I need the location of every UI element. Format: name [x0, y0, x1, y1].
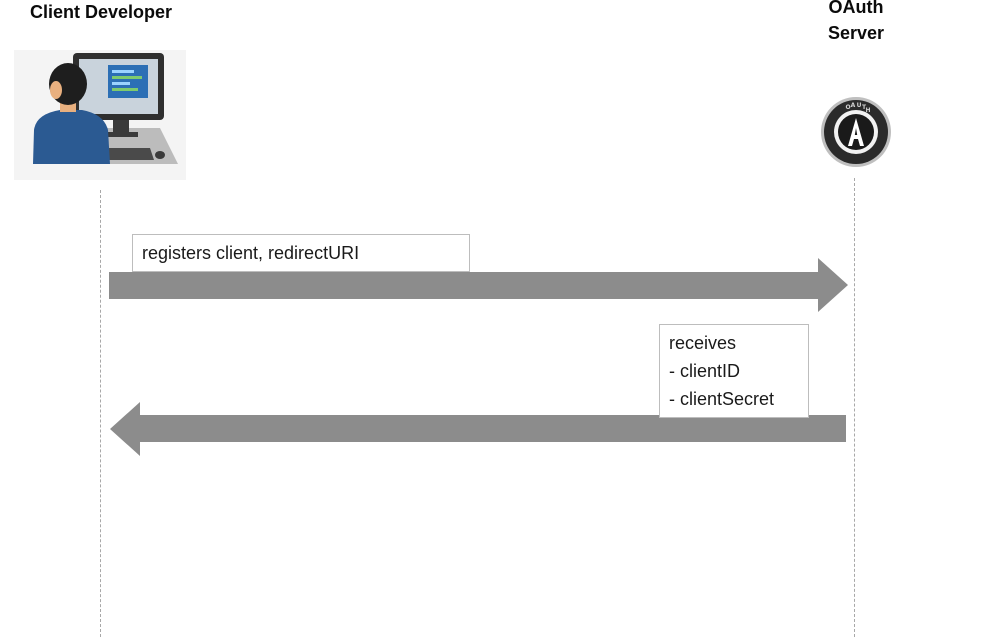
svg-text:U: U [857, 102, 862, 109]
message-label-line: receives [669, 333, 737, 353]
oauth-server-title-line2: Server [827, 23, 885, 43]
client-developer-lifeline [100, 190, 101, 637]
client-developer-title: Client Developer [30, 2, 173, 22]
oauth-server-title-line1: OAuth [828, 0, 884, 17]
message-label-line: - clientSecret [669, 389, 775, 409]
message-label-line: - clientID [669, 361, 741, 381]
oauth-server-title: OAuth Server [812, 0, 900, 46]
svg-text:T: T [862, 104, 867, 111]
message-label-line: registers client, redirectURI [142, 243, 360, 263]
svg-text:O: O [845, 104, 850, 111]
svg-text:H: H [865, 107, 870, 114]
svg-text:A: A [851, 102, 856, 109]
oauth-server-lifeline [854, 178, 855, 637]
message-label-receives: receives - clientID - clientSecret [659, 324, 809, 418]
message-label-register: registers client, redirectURI [132, 234, 470, 272]
